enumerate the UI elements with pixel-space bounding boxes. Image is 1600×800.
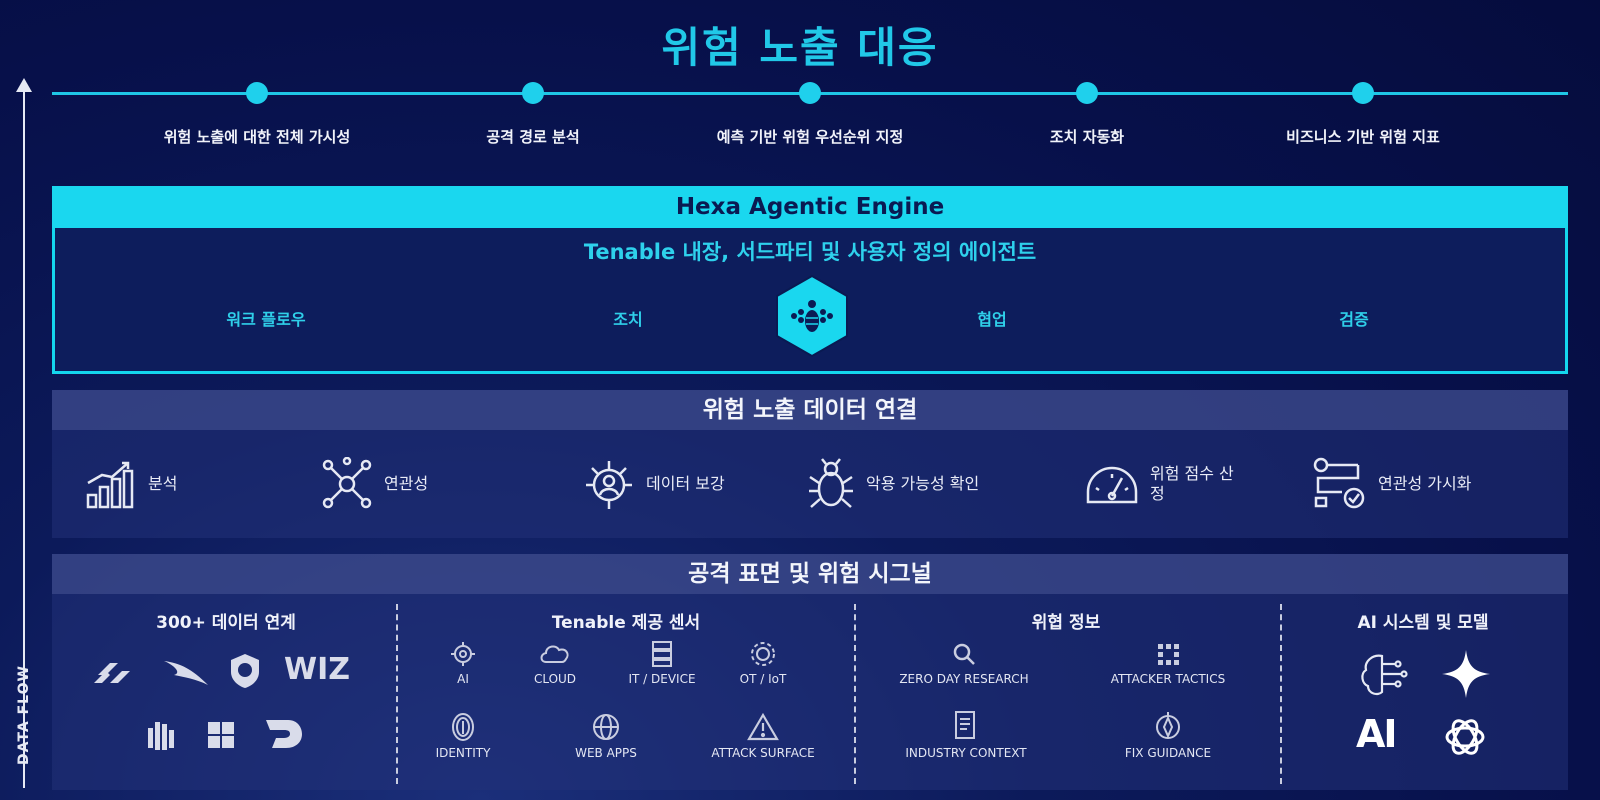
intel-label: ZERO DAY RESEARCH: [899, 672, 1029, 686]
section-divider: [1280, 604, 1282, 784]
warning-icon: [747, 712, 779, 741]
document-icon: [955, 711, 975, 739]
section-divider: [396, 604, 398, 784]
sensor-web-apps: WEB APPS: [521, 712, 691, 760]
sensor-label: WEB APPS: [575, 746, 637, 760]
engine-header: Hexa Agentic Engine: [52, 186, 1568, 228]
timeline-label: 공격 경로 분석: [486, 128, 580, 146]
exposure-label: 연관성 가시화: [1378, 474, 1472, 493]
hexagon-bee-icon: [776, 274, 848, 358]
exposure-item-enrichment: 데이터 보강: [582, 452, 725, 516]
sparkle-icon: [1442, 650, 1490, 698]
timeline-label: 비즈니스 기반 위험 지표: [1286, 128, 1440, 146]
gear-icon: [751, 642, 775, 666]
compass-icon: [1156, 712, 1180, 739]
sensor-label: CLOUD: [533, 672, 577, 686]
wiz-logo: WIZ: [284, 652, 351, 687]
search-icon: [953, 643, 975, 665]
engine-item-verify: 검증: [1339, 310, 1369, 329]
intel-fix-guidance: FIX GUIDANCE: [1083, 710, 1253, 760]
brain-circuit-icon: [1361, 654, 1408, 696]
section-divider: [854, 604, 856, 784]
timeline-label: 조치 자동화: [1049, 128, 1125, 146]
exposure-header: 위험 노출 데이터 연결: [52, 390, 1568, 430]
openai-logo-icon: [1445, 719, 1485, 755]
exposure-label: 악용 가능성 확인: [866, 474, 980, 493]
sensor-ai: AI: [378, 640, 548, 686]
intel-attacker-tactics: ATTACKER TACTICS: [1083, 640, 1253, 686]
sensor-ot-iot: OT / IoT: [678, 640, 848, 686]
gauge-icon: [1086, 466, 1138, 504]
sensor-cloud: CLOUD: [470, 640, 640, 686]
exposure-item-risk-score: 위험 점수 산정: [1084, 452, 1240, 516]
bug-icon: [809, 458, 853, 508]
paloalto-logo-icon: [94, 663, 130, 683]
timeline-dot: [1352, 82, 1374, 104]
timeline-dot: [522, 82, 544, 104]
section-title-ai-models: AI 시스템 및 모델: [1357, 613, 1489, 633]
grid-tactics-icon: [1158, 644, 1179, 665]
fingerprint-icon: [452, 713, 474, 741]
exposure-label: 분석: [148, 474, 178, 493]
gear-person-icon: [586, 461, 632, 509]
network-icon: [322, 457, 372, 509]
engine-item-action: 조치: [613, 310, 643, 329]
sensor-it-device: IT / DEVICE: [577, 640, 747, 686]
attack-header: 공격 표면 및 위험 시그널: [52, 554, 1568, 594]
intel-label: FIX GUIDANCE: [1124, 746, 1212, 760]
exposure-item-exploitability: 악용 가능성 확인: [806, 452, 979, 516]
timeline-dot: [799, 82, 821, 104]
timeline-label: 예측 기반 위험 우선순위 지정: [716, 128, 904, 146]
sensor-label: ATTACK SURFACE: [711, 746, 815, 760]
intel-zero-day: ZERO DAY RESEARCH: [879, 640, 1049, 686]
data-flow-label: DATA FLOW: [16, 665, 32, 765]
server-icon: [652, 641, 672, 667]
exposure-item-correlation: 연관성: [320, 452, 428, 516]
sensor-attack-surface: ATTACK SURFACE: [678, 712, 848, 760]
engine-subtitle: Tenable 내장, 서드파티 및 사용자 정의 에이전트: [583, 240, 1037, 264]
globe-icon: [593, 714, 619, 740]
exposure-label: 데이터 보강: [646, 474, 725, 493]
sensor-label: OT / IoT: [739, 672, 787, 686]
d-logo-icon: [266, 720, 302, 748]
windows-logo-icon: [208, 722, 234, 748]
section-title-intel: 위협 정보: [1031, 613, 1101, 633]
sensor-label: IDENTITY: [435, 746, 491, 760]
bar-chart-icon: [86, 461, 134, 509]
sensor-label: AI: [457, 672, 469, 686]
sensor-identity: IDENTITY: [378, 712, 548, 760]
exposure-item-analysis: 분석: [84, 452, 177, 516]
section-title-integrations: 300+ 데이터 연계: [156, 613, 296, 633]
cloud-icon: [540, 645, 569, 663]
engine-item-collab: 협업: [977, 310, 1007, 329]
flow-check-icon: [1313, 457, 1365, 509]
timeline-dot: [246, 82, 268, 104]
exposure-label: 위험 점수 산정: [1150, 464, 1234, 503]
intel-industry-context: INDUSTRY CONTEXT: [881, 710, 1051, 760]
exposure-label: 연관성: [384, 474, 429, 493]
crowdstrike-logo-icon: [164, 661, 208, 685]
sensor-label: IT / DEVICE: [628, 672, 696, 686]
section-title-sensors: Tenable 제공 센서: [551, 613, 701, 633]
ai-chip-icon: [451, 642, 475, 666]
shield-logo-icon: [231, 654, 259, 688]
anthropic-logo: AI: [1356, 712, 1398, 756]
engine-item-workflow: 워크 플로우: [226, 310, 306, 329]
timeline-dot: [1076, 82, 1098, 104]
timeline-label: 위험 노출에 대한 전체 가시성: [163, 128, 351, 146]
page-title: 위험 노출 대응: [661, 23, 939, 72]
data-flow-axis: [23, 88, 25, 788]
datadog-logo-icon: [148, 722, 174, 750]
intel-label: ATTACKER TACTICS: [1110, 672, 1226, 686]
exposure-item-visualization: 연관성 가시화: [1312, 452, 1471, 516]
up-arrow-icon: [16, 78, 32, 92]
intel-label: INDUSTRY CONTEXT: [905, 746, 1027, 760]
